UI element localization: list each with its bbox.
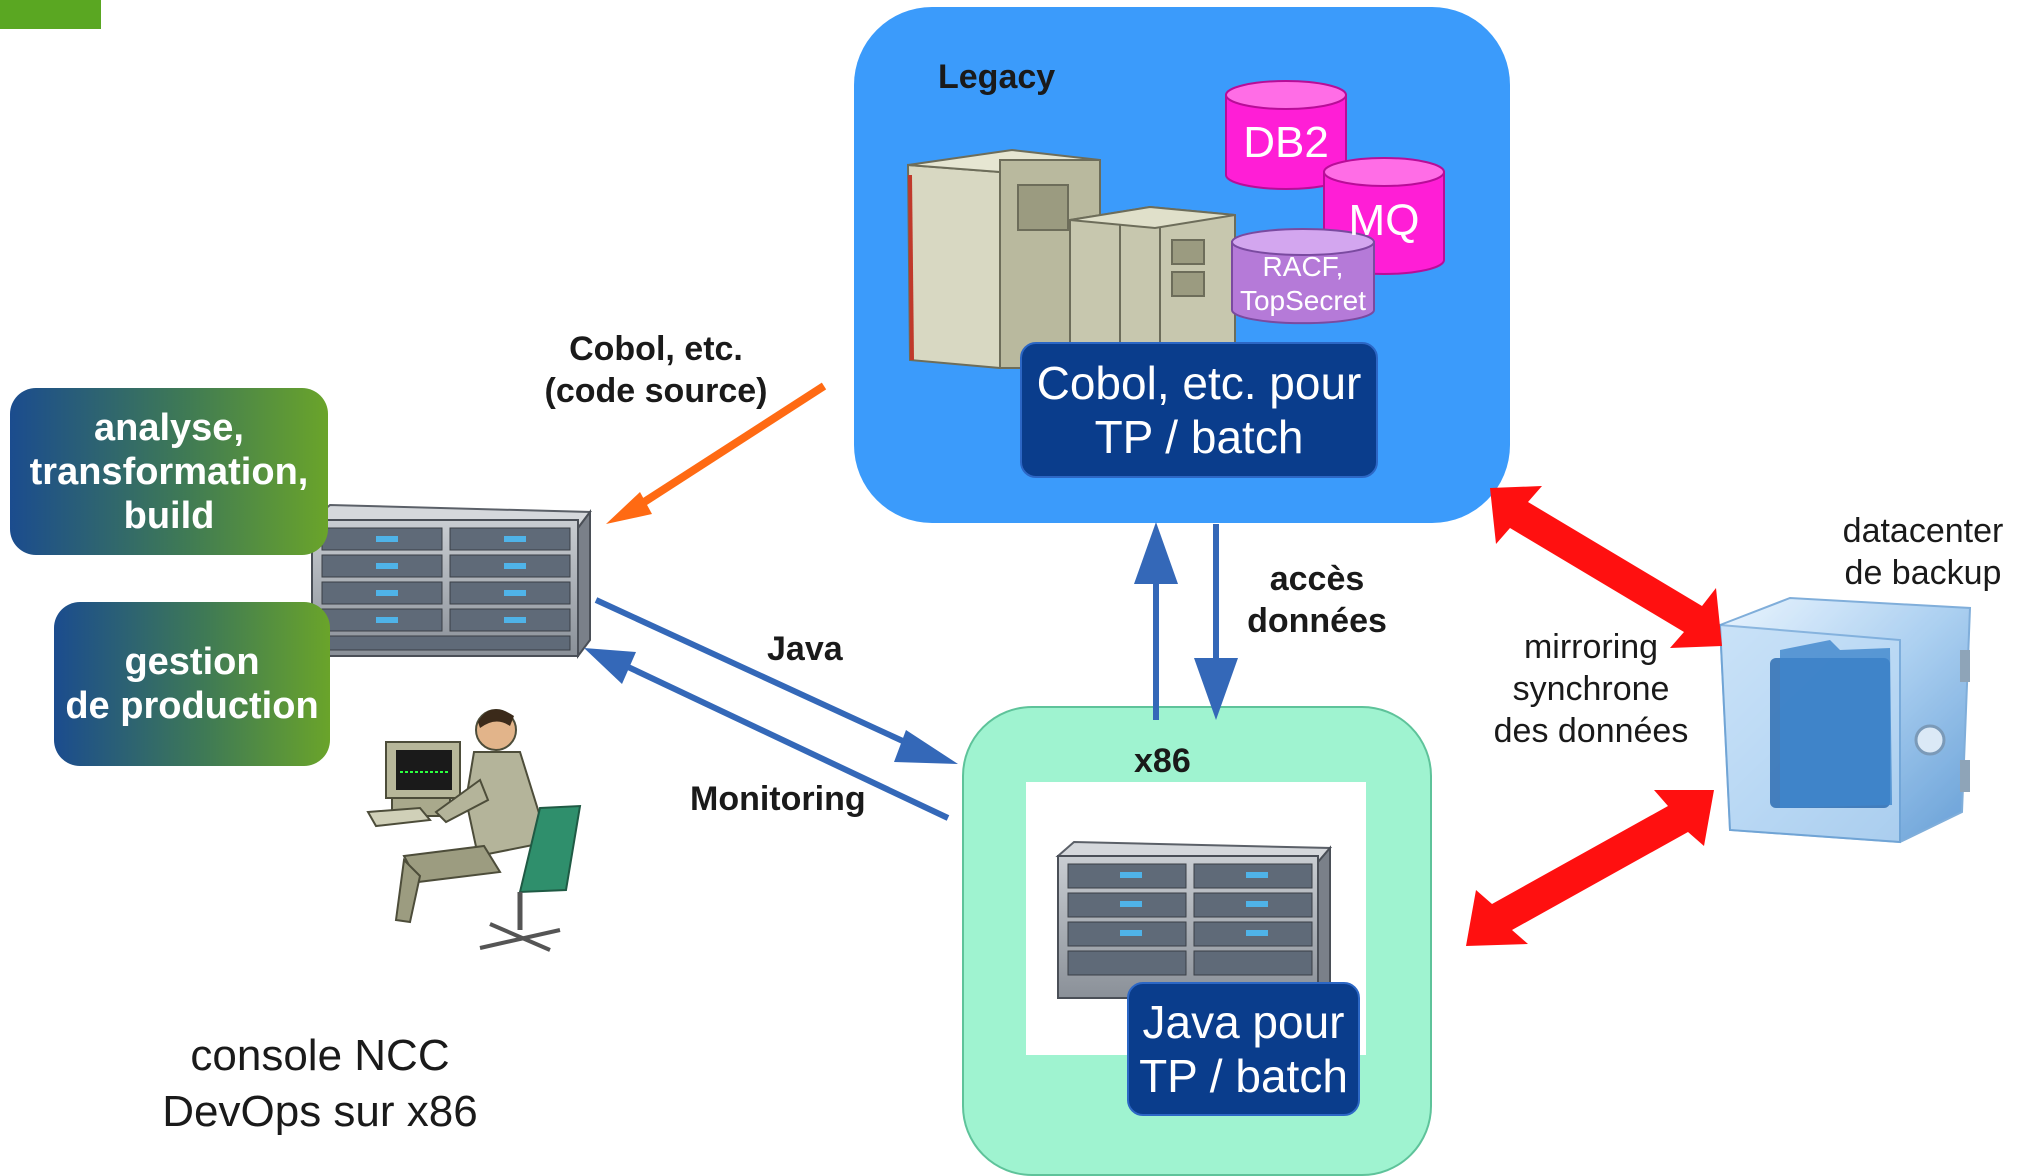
- java-tp-line2: TP / batch: [1139, 1050, 1348, 1102]
- analyse-line3: build: [123, 494, 215, 537]
- x86-blade-server-icon: [1055, 840, 1333, 1001]
- backup-safe-icon: [1718, 596, 1972, 844]
- acces-line2: données: [1247, 602, 1387, 640]
- cobol-source-arrow: [606, 382, 827, 524]
- datacenter-line1: datacenter: [1842, 512, 2004, 550]
- monitoring-arrow: [584, 648, 950, 821]
- console-line2: DevOps sur x86: [162, 1087, 478, 1136]
- x86-to-legacy-arrow: [1134, 522, 1178, 720]
- mirroring-label: mirroring synchrone des données: [1480, 626, 1702, 752]
- racf-database-icon: [1231, 228, 1375, 325]
- cobol-source-line1: Cobol, etc.: [569, 330, 743, 368]
- db2-label: DB2: [1243, 118, 1329, 167]
- datacenter-backup-label: datacenter de backup: [1822, 510, 2024, 594]
- mirror-arrow-legacy: [1490, 486, 1722, 648]
- java-tp-batch-box: Java pour TP / batch: [1127, 982, 1360, 1116]
- datacenter-line2: de backup: [1844, 554, 2002, 592]
- operator-console-icon: [366, 709, 582, 952]
- console-ncc-label: console NCC DevOps sur x86: [130, 1028, 510, 1140]
- corner-tab: [0, 0, 101, 29]
- legacy-to-x86-arrow: [1194, 524, 1238, 720]
- racf-label: RACF, TopSecret: [1226, 250, 1380, 318]
- mirroring-line1: mirroring: [1523, 628, 1659, 666]
- gestion-line2: de production: [65, 685, 319, 727]
- acces-donnees-label: accès données: [1232, 558, 1402, 642]
- acces-line1: accès: [1269, 560, 1365, 598]
- mirroring-line2: synchrone: [1512, 670, 1670, 708]
- x86-title: x86: [1134, 742, 1191, 780]
- cobol-tp-line2: TP / batch: [1094, 411, 1304, 463]
- db2-database-icon: [1225, 80, 1347, 190]
- analyse-transformation-build-box: analyse, transformation, build: [10, 388, 328, 555]
- gestion-line1: gestion: [124, 641, 260, 683]
- racf-label-line1: RACF,: [1262, 251, 1344, 282]
- console-line1: console NCC: [190, 1031, 450, 1080]
- cobol-tp-batch-box: Cobol, etc. pour TP / batch: [1020, 342, 1378, 478]
- gestion-production-box: gestion de production: [54, 602, 330, 766]
- mirror-arrow-x86: [1466, 790, 1714, 946]
- cobol-source-line2: (code source): [544, 372, 768, 410]
- analyse-line2: transformation,: [29, 450, 309, 493]
- mirroring-line3: des données: [1493, 712, 1689, 750]
- java-arrow: [594, 597, 958, 764]
- java-label: Java: [767, 630, 843, 668]
- monitoring-label: Monitoring: [690, 780, 866, 818]
- racf-label-line2: TopSecret: [1239, 285, 1367, 316]
- mainframe-icon: [906, 148, 1236, 380]
- legacy-title: Legacy: [938, 58, 1056, 96]
- java-tp-line1: Java pour: [1142, 996, 1345, 1048]
- blade-server-icon: [309, 503, 592, 659]
- analyse-line1: analyse,: [93, 406, 244, 449]
- cobol-tp-line1: Cobol, etc. pour: [1036, 357, 1362, 409]
- mq-label: MQ: [1348, 196, 1420, 245]
- cobol-source-label: Cobol, etc. (code source): [520, 328, 792, 412]
